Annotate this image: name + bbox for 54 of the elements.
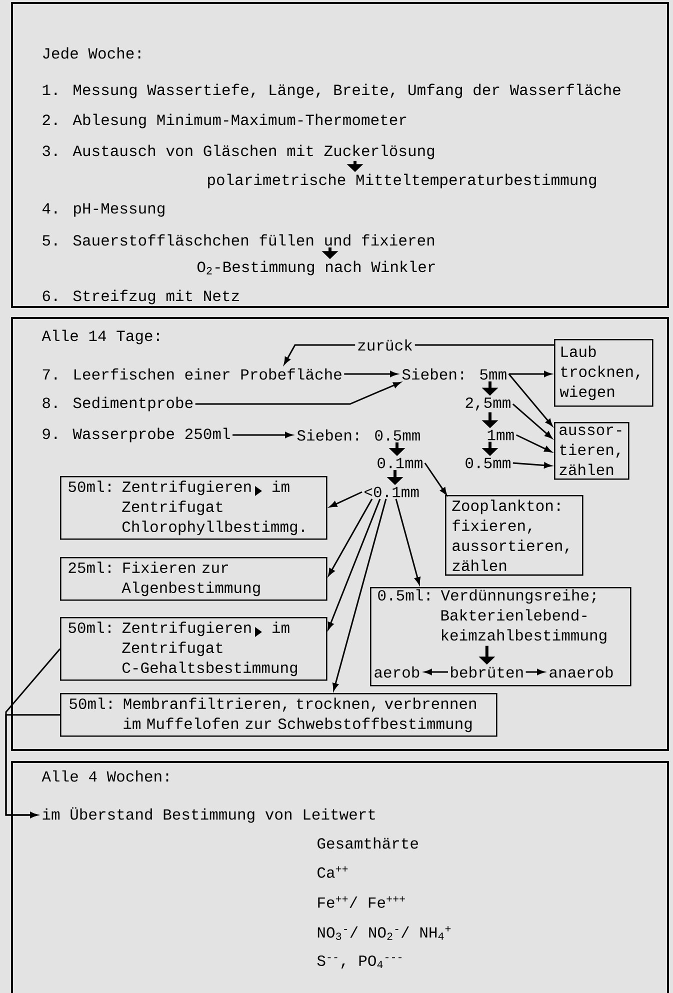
measurement-text: NO$_{3}$$^{-}$/ NO$_{2}$$^{-}$/ NH$_{4}$+ bbox=[318, 926, 451, 940]
arrow bbox=[508, 374, 553, 426]
measurement-text: Gesamthärte bbox=[318, 837, 418, 849]
description-text: 0.5ml: Verdünnungsreihe; Bakterienlebend- keimzahlbestimmung bbox=[378, 589, 606, 644]
arrow bbox=[195, 382, 401, 405]
arrow bbox=[424, 462, 447, 496]
step-text: 6. Streifzug mit Netz bbox=[42, 290, 239, 304]
process-box bbox=[370, 587, 632, 686]
arrow bbox=[330, 491, 362, 508]
sieve-label: <0.1mm bbox=[364, 486, 419, 498]
step-text: 5. Sauerstoffläschchen füllen und fixieren bbox=[42, 234, 434, 246]
arrow bbox=[5, 714, 60, 818]
sieve-label: Sieben: 5mm bbox=[402, 368, 506, 380]
edge-label: zurück bbox=[355, 337, 415, 353]
result-label: bebrüten bbox=[451, 666, 523, 678]
measurement-text: Ca$^{++}$ bbox=[318, 866, 348, 878]
sieve-label: 1mm bbox=[488, 430, 514, 440]
step-text: 4. pH-Messung bbox=[42, 203, 164, 217]
step-text: 2. Ablesung Minimum-Maximum-Thermometer bbox=[42, 114, 406, 128]
process-box: 50ml: Membranfiltrieren, trocknen, verbrennen im Muffelofen zur Schwebstoffbestimmung bbox=[60, 693, 498, 737]
arrow bbox=[512, 403, 552, 439]
step-text: 8. Sedimentprobe bbox=[42, 396, 193, 412]
sieve-label: 0.1mm bbox=[378, 458, 422, 468]
step-text: 1. Messung Wassertiefe, Länge, Breite, Umfang der Wasserfläche bbox=[42, 84, 620, 98]
result-text: polarimetrische Mitteltemperaturbestimmung bbox=[208, 174, 596, 188]
step-text: 7. Leerfischen einer Probefläche bbox=[42, 368, 342, 380]
process-box: 50ml: Zentrifugieren im Zentrifugat C-Gehaltsbestimmung bbox=[60, 617, 328, 681]
arrow bbox=[328, 498, 381, 630]
arrow bbox=[512, 462, 552, 468]
result-text: O$_{2}$-Bestimmung nach Winkler bbox=[197, 260, 435, 276]
result-label: anaerob bbox=[550, 666, 613, 678]
sieve-label: 0.5mm bbox=[466, 458, 510, 468]
arrow bbox=[395, 498, 420, 585]
sieve-label: Sieben: 0.5mm bbox=[297, 429, 420, 441]
process-box: 25ml: Fixieren zur Algenbestimmung bbox=[60, 557, 328, 601]
step-text: 3. Austausch von Gläschen mit Zuckerlösung bbox=[42, 144, 434, 160]
sieve-label: 2,5mm bbox=[466, 397, 510, 411]
process-box: Zooplankton: fixieren, aussortieren, zählen bbox=[445, 495, 584, 576]
measurement-text: im Überstand Bestimmung von Leitwert bbox=[42, 807, 375, 823]
arrow bbox=[332, 498, 387, 691]
measurement-text: S$^{--}$, PO$_{4}$--- bbox=[317, 955, 402, 969]
arrow bbox=[328, 498, 373, 576]
arrow bbox=[508, 371, 552, 377]
arrow bbox=[424, 669, 448, 675]
result-label: aerob bbox=[374, 666, 420, 678]
process-box: Laub trocknen, wiegen bbox=[554, 339, 654, 407]
measurement-text: Fe$^{++}$/ Fe$^{+++}$ bbox=[318, 896, 405, 908]
arrow bbox=[526, 669, 544, 675]
arrow bbox=[516, 434, 552, 452]
step-text: 9. Wasserprobe 250ml bbox=[42, 428, 230, 442]
process-box: 50ml: Zentrifugieren im Zentrifugat Chlorophyllbestimmg. bbox=[60, 476, 328, 540]
process-box: aussor- tieren, zählen bbox=[554, 422, 630, 480]
arrow bbox=[232, 432, 292, 438]
arrow bbox=[344, 371, 398, 377]
